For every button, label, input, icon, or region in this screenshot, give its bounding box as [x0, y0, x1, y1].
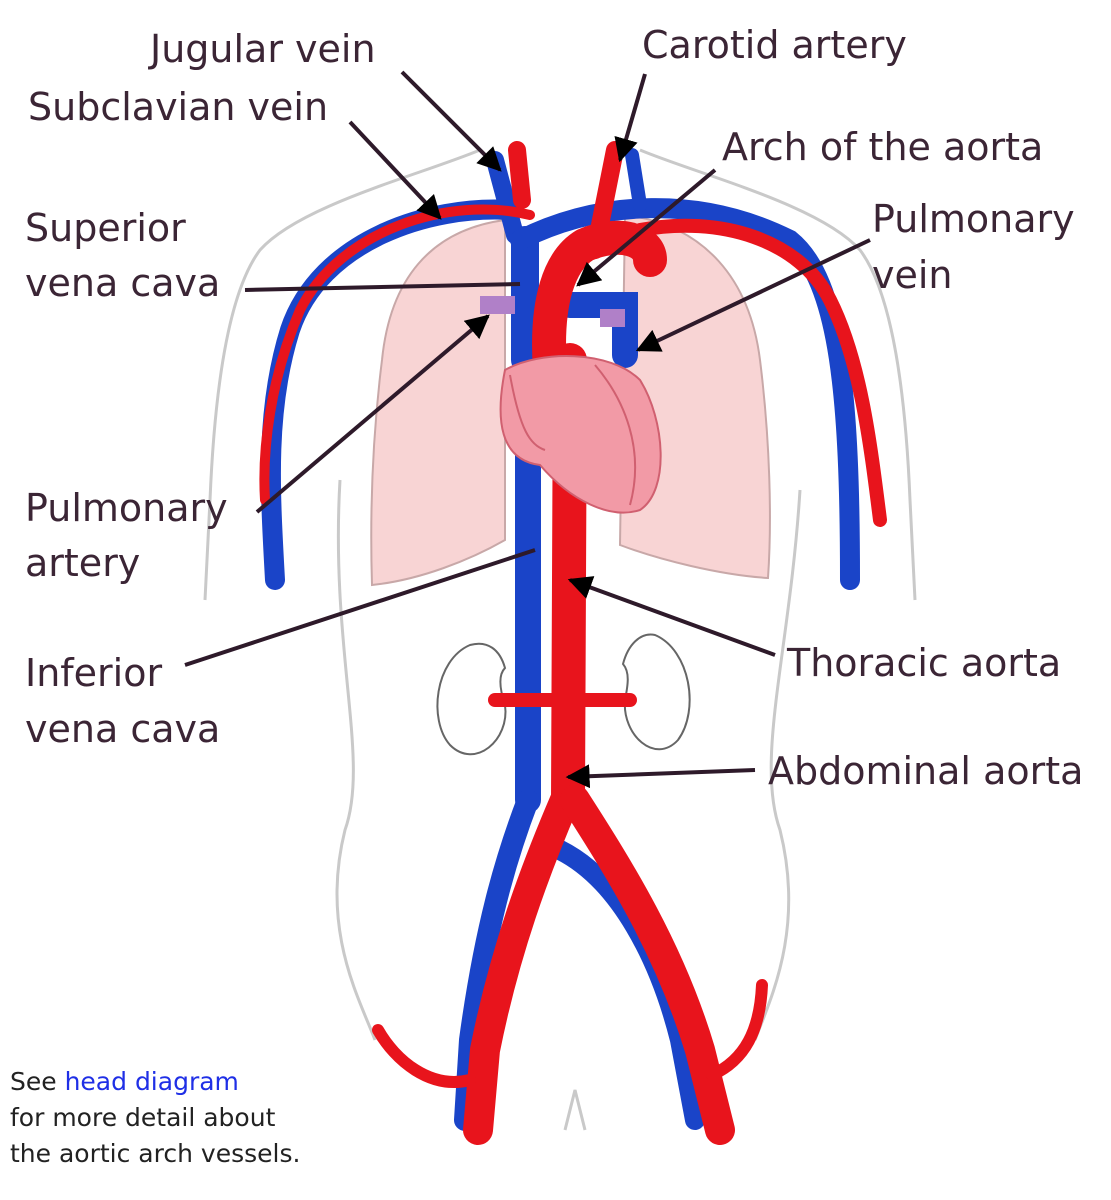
abdominal-leader — [565, 764, 756, 789]
arch-leader — [576, 168, 717, 287]
jugular-vein — [486, 151, 524, 244]
right-femoral-branch — [372, 1024, 476, 1088]
footnote-line2: for more detail about — [10, 1103, 276, 1132]
label-thoracic-aorta: Thoracic aorta — [787, 641, 1062, 685]
footnote-prefix: See — [10, 1067, 65, 1096]
pulmonary-artery-stubs — [480, 296, 625, 327]
heart — [499, 355, 662, 514]
label-jugular-vein: Jugular vein — [150, 27, 376, 71]
label-abdominal-aorta: Abdominal aorta — [768, 749, 1084, 793]
right-iliac-vein — [454, 789, 539, 1131]
pulmonary-vein-leader — [635, 238, 871, 352]
right-iliac-artery — [463, 785, 580, 1145]
label-inferior-vena-cava-line2: vena cava — [25, 707, 221, 751]
pulmonary-artery-leader — [255, 314, 490, 514]
left-jugular-vein — [625, 148, 647, 212]
left-subclavian-artery — [633, 218, 887, 527]
label-pulmonary-vein-line2: vein — [872, 253, 953, 297]
right-carotid-artery — [508, 141, 531, 209]
left-femoral-branch — [706, 979, 768, 1081]
pulmonary-vein — [557, 292, 638, 368]
kidneys — [436, 633, 691, 756]
arch-of-the-aorta — [532, 220, 667, 387]
left-iliac-artery — [560, 785, 735, 1145]
label-superior-vena-cava-line1: Superior — [25, 206, 186, 250]
label-carotid-artery: Carotid artery — [642, 23, 907, 67]
label-pulmonary-artery-line2: artery — [25, 541, 141, 585]
head-diagram-link[interactable]: head diagram — [64, 1067, 239, 1096]
label-inferior-vena-cava-line1: Inferior — [25, 651, 163, 695]
left-kidney — [621, 633, 691, 751]
label-arch-of-the-aorta: Arch of the aorta — [722, 125, 1044, 169]
svc-leader — [244, 282, 521, 292]
label-pulmonary-artery-line1: Pulmonary — [25, 486, 228, 530]
footnote-line1: See head diagram — [10, 1064, 300, 1100]
label-subclavian-vein: Subclavian vein — [28, 85, 329, 129]
ivc-leader — [184, 548, 536, 667]
right-subclavian-artery — [259, 204, 535, 505]
leader-lines — [184, 70, 871, 789]
label-pulmonary-vein-line1: Pulmonary — [872, 197, 1075, 241]
right-lung — [370, 218, 506, 587]
subclavian-leader — [348, 120, 442, 220]
carotid-leader — [614, 73, 647, 163]
body-outline — [203, 148, 917, 1131]
right-kidney — [436, 642, 507, 756]
footnote-line3: the aortic arch vessels. — [10, 1139, 301, 1168]
footnote: See head diagram for more detail about t… — [10, 1064, 300, 1172]
jugular-leader — [400, 70, 502, 172]
label-superior-vena-cava-line2: vena cava — [25, 261, 221, 305]
thoracic-leader — [567, 576, 776, 657]
